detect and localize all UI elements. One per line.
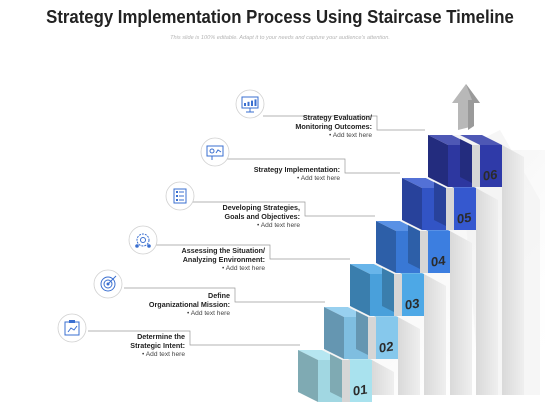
step-heading-line1: Determine the [137, 332, 185, 341]
step-heading-line1: Assessing the Situation/ [181, 246, 265, 255]
stair-step-04: 04 [376, 221, 472, 395]
step-text-06: Strategy Evaluation/Monitoring Outcomes:… [295, 113, 372, 140]
step-heading-line1: Developing Strategies, [222, 203, 301, 212]
step-heading-line1: Strategy Implementation: [253, 165, 340, 174]
step-heading-line2: Monitoring Outcomes: [295, 122, 372, 131]
step-text-04: Developing Strategies,Goals and Objectiv… [223, 203, 301, 230]
step-heading-line2: Strategic Intent: [130, 341, 185, 350]
step-subtext: Add text here [149, 309, 230, 318]
connector-line-04 [186, 201, 375, 217]
step-icons [57, 89, 265, 343]
stair-step-06: 06 [428, 135, 524, 395]
step-heading-line1: Strategy Evaluation/ [302, 113, 372, 122]
step-number-06: 06 [483, 167, 497, 184]
step-subtext: Add text here [254, 174, 340, 183]
presentation-board-icon [200, 137, 230, 167]
page-subtitle: This slide is 100% editable. Adapt it to… [170, 35, 390, 41]
step-number-03: 03 [405, 296, 419, 313]
connector-line-01 [88, 330, 300, 346]
step-subtext: Add text here [182, 264, 265, 273]
step-number-02: 02 [379, 339, 393, 356]
step-text-05: Strategy Implementation:Add text here [254, 165, 340, 183]
checklist-icon [165, 181, 195, 211]
step-subtext: Add text here [295, 131, 372, 140]
step-number-01: 01 [353, 382, 367, 399]
connector-line-03 [150, 244, 350, 260]
step-number-05: 05 [457, 210, 471, 227]
connector-line-05 [216, 158, 400, 174]
connector-line-02 [124, 287, 325, 303]
step-number-04: 04 [431, 253, 446, 270]
connector-line-06 [263, 115, 425, 131]
connector-lines [88, 115, 425, 346]
step-heading-line2: Goals and Objectives: [224, 212, 301, 221]
step-subtext: Add text here [130, 350, 185, 359]
step-heading-line2: Organizational Mission: [148, 300, 230, 309]
monitor-chart-icon [235, 89, 265, 119]
up-arrow-icon [452, 84, 480, 130]
step-heading-line1: Define [208, 291, 230, 300]
target-icon [93, 269, 123, 299]
step-heading-line2: Analyzing Environment: [182, 255, 265, 264]
gear-people-icon [128, 225, 158, 255]
step-subtext: Add text here [223, 221, 300, 230]
page-title: Strategy Implementation Process Using St… [46, 7, 514, 27]
clipboard-chart-icon [57, 313, 87, 343]
stairs: 01 02 03 04 05 06 [298, 135, 524, 402]
step-text-03: Assessing the Situation/Analyzing Enviro… [182, 246, 265, 273]
